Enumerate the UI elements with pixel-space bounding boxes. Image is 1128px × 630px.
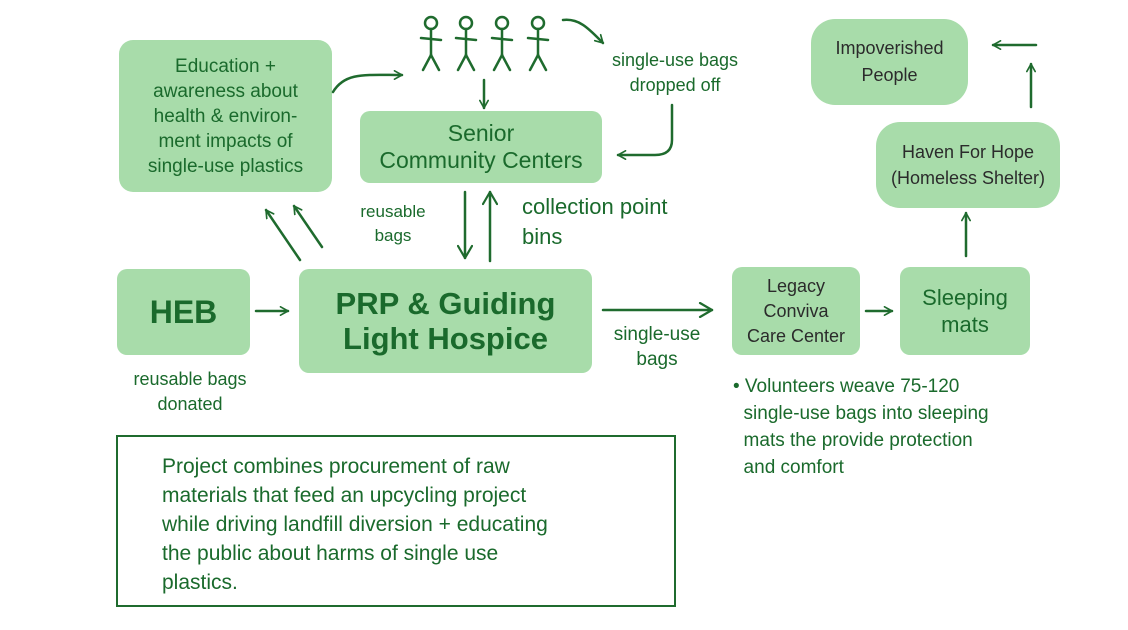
haven-for-hope-text: Haven For Hope (Homeless Shelter) — [890, 142, 1046, 188]
dropped-off-label: single-use bags dropped off — [611, 50, 739, 95]
summary-text: Project combines procurement of raw mate… — [162, 455, 548, 594]
impoverished-people-text: Impoverished People — [835, 38, 944, 85]
heb-box: HEB — [117, 269, 250, 355]
prp-guiding-light-text: PRP & Guiding Light Hospice — [335, 286, 556, 356]
arrow-prp-to-education-2 — [292, 204, 324, 249]
stick-figure-icon — [490, 15, 514, 72]
stick-figure-icon — [454, 15, 478, 72]
legacy-conviva-box: Legacy Conviva Care Center — [732, 267, 860, 355]
single-use-bags-label: single-use bags — [613, 324, 701, 370]
legacy-conviva-text: Legacy Conviva Care Center — [746, 275, 846, 346]
stick-figure-icon — [526, 15, 550, 72]
heb-donated-label: reusable bags donated — [133, 369, 247, 414]
arrow-education-to-people — [331, 69, 404, 94]
sleeping-mats-box: Sleeping mats — [900, 267, 1030, 355]
senior-community-centers-text: Senior Community Centers — [379, 120, 583, 173]
arrow-prp-to-education-1 — [264, 208, 302, 262]
stick-figure-people-icon — [419, 15, 550, 72]
education-text: Education + awareness about health & env… — [147, 55, 304, 177]
prp-guiding-light-box: PRP & Guiding Light Hospice — [299, 269, 592, 373]
reusable-bags-label: reusable bags — [360, 202, 426, 245]
volunteers-note: • Volunteers weave 75-120 single-use bag… — [733, 376, 989, 478]
senior-community-centers-box: Senior Community Centers — [360, 111, 602, 183]
arrow-dropoff-to-senior — [616, 103, 674, 160]
stick-figure-icon — [419, 15, 443, 72]
collection-point-bins-label: collection point bins — [522, 194, 668, 249]
heb-text: HEB — [149, 293, 218, 330]
haven-for-hope-box: Haven For Hope (Homeless Shelter) — [876, 122, 1060, 208]
arrow-people-to-dropoff — [561, 18, 605, 45]
summary-box: Project combines procurement of raw mate… — [116, 435, 676, 607]
sleeping-mats-text: Sleeping mats — [922, 285, 1008, 337]
education-box: Education + awareness about health & env… — [119, 40, 332, 192]
impoverished-people-box: Impoverished People — [811, 19, 968, 105]
